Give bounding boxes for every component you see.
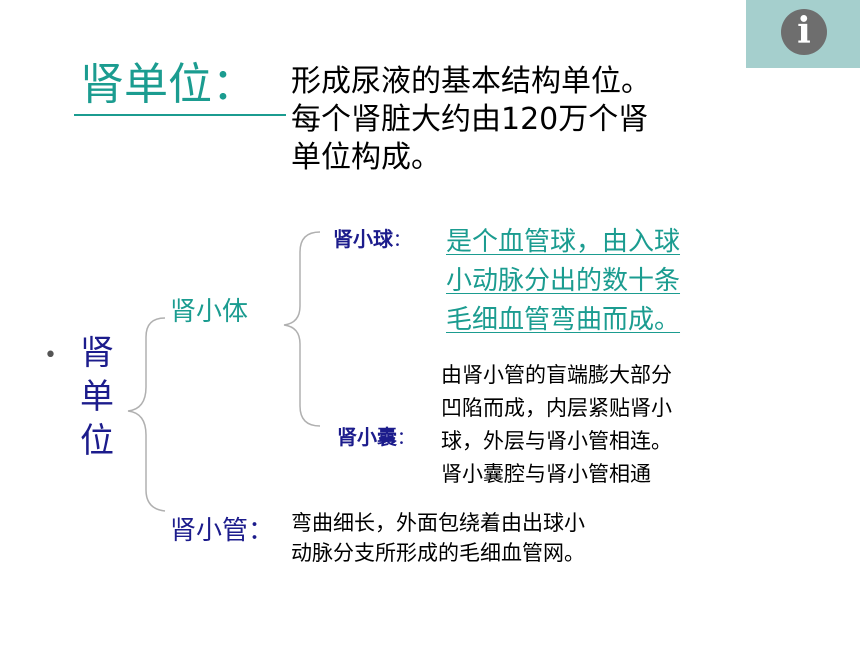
brace-nephron [127, 317, 166, 512]
definition-line-2: 每个肾脏大约由120万个肾 [291, 102, 649, 137]
capsule-colon: ： [397, 428, 415, 449]
glomerulus-description-1[interactable]: 是个血管球，由入球 [446, 227, 681, 257]
term-char-3: 位 [80, 421, 114, 461]
term-char-2: 单 [80, 377, 114, 417]
capsule-description-3: 球，外层与肾小管相连。 [441, 429, 672, 453]
renal-tubule-description-1: 弯曲细长，外面包绕着由出球小 [291, 511, 585, 535]
definition-line-1: 形成尿液的基本结构单位。 [291, 64, 651, 99]
bullet: • [44, 343, 57, 368]
page-title: 肾单位： [80, 59, 256, 110]
info-icon[interactable]: i [781, 9, 827, 55]
brace-corpuscle [283, 231, 321, 427]
capsule-label: 肾小囊 [337, 427, 397, 449]
glomerulus-description-2[interactable]: 小动脉分出的数十条 [446, 266, 681, 296]
glomerulus-colon: ： [393, 230, 411, 251]
definition-line-3: 单位构成。 [291, 140, 441, 175]
renal-tubule-label: 肾小管： [170, 516, 275, 546]
term-char-1: 肾 [80, 333, 114, 373]
capsule-description-2: 凹陷而成，内层紧贴肾小 [441, 396, 672, 420]
capsule-description-4: 肾小囊腔与肾小管相通 [441, 462, 651, 486]
info-icon-glyph: i [797, 10, 811, 52]
glomerulus-term: 肾小球： [333, 226, 411, 252]
capsule-description-1: 由肾小管的盲端膨大部分 [441, 363, 672, 387]
glomerulus-description-3[interactable]: 毛细血管弯曲而成。 [446, 305, 681, 335]
capsule-term: 肾小囊： [337, 424, 415, 450]
renal-corpuscle-label: 肾小体 [170, 297, 249, 327]
title-underline [74, 114, 286, 116]
info-badge[interactable]: i [746, 0, 860, 68]
renal-tubule-description-2: 动脉分支所形成的毛细血管网。 [291, 541, 585, 565]
glomerulus-label: 肾小球 [333, 229, 393, 251]
